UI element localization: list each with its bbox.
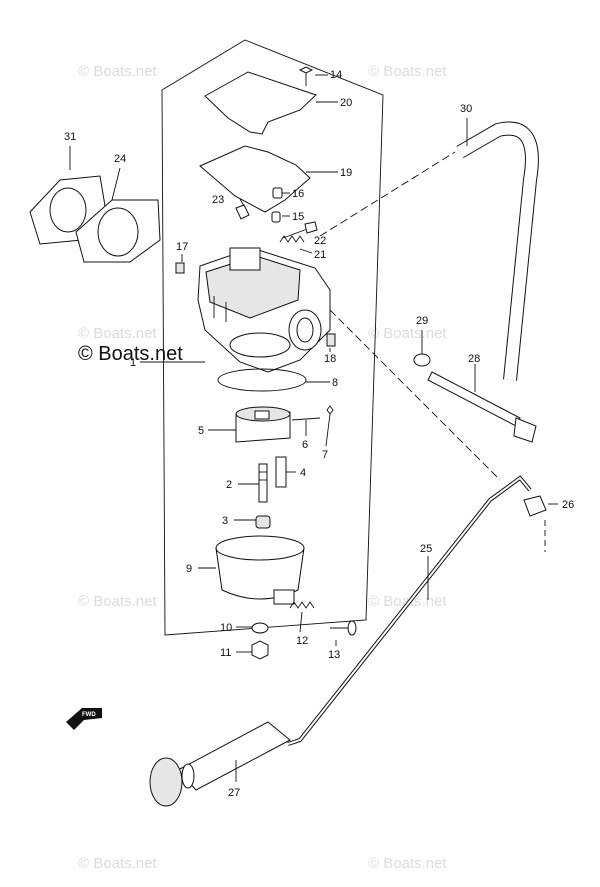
part-24-gasket — [75, 199, 161, 263]
part-8-oring — [217, 368, 307, 392]
watermark: © Boats.net — [368, 63, 447, 80]
part-29-washer — [413, 353, 431, 367]
callout-18: 18 — [324, 353, 336, 365]
callout-1: 1 — [130, 357, 136, 369]
callout-12: 12 — [296, 635, 308, 647]
part-7-clip — [326, 405, 334, 415]
callout-4: 4 — [300, 467, 306, 479]
callout-25: 25 — [420, 543, 432, 555]
part-28-bolt — [427, 371, 537, 443]
part-25-choke-rod-inner — [287, 476, 531, 745]
watermark: © Boats.net — [78, 63, 157, 80]
part-13-screw — [330, 620, 357, 636]
callout-19: 19 — [340, 167, 352, 179]
part-11-bolt — [251, 640, 269, 660]
callout-20: 20 — [340, 97, 352, 109]
callout-15: 15 — [292, 211, 304, 223]
watermark: © Boats.net — [78, 325, 157, 342]
callout-27: 27 — [228, 787, 240, 799]
callout-13: 13 — [328, 649, 340, 661]
callout-30: 30 — [460, 103, 472, 115]
watermark: © Boats.net — [78, 593, 157, 610]
callout-26: 26 — [562, 499, 574, 511]
part-21-spring — [279, 235, 305, 243]
part-26-clamp — [523, 495, 547, 517]
callout-22: 22 — [314, 235, 326, 247]
callout-28: 28 — [468, 353, 480, 365]
part-9-float-bowl — [215, 535, 305, 605]
main-watermark: © Boats.net — [78, 343, 183, 365]
leader-lines — [69, 74, 558, 782]
watermark-layer: © Boats.net © Boats.net © Boats.net © Bo… — [78, 63, 447, 872]
svg-text:FWD: FWD — [82, 712, 96, 718]
part-4-nozzle — [275, 456, 287, 488]
part-17-jet — [175, 262, 185, 274]
callout-23: 23 — [212, 194, 224, 206]
watermark: © Boats.net — [368, 325, 447, 342]
callout-2: 2 — [226, 479, 232, 491]
callout-21: 21 — [314, 249, 326, 261]
part-30-fuel-hose-inner — [456, 122, 538, 381]
callout-5: 5 — [198, 425, 204, 437]
callout-17: 17 — [176, 241, 188, 253]
part-27-choke-knob — [149, 721, 291, 807]
callout-31: 31 — [64, 131, 76, 143]
callout-9: 9 — [186, 563, 192, 575]
part-14-screw — [298, 66, 314, 86]
part-23-lever — [235, 204, 250, 220]
callout-6: 6 — [302, 439, 308, 451]
part-18-jet — [326, 333, 336, 347]
callout-8: 8 — [332, 377, 338, 389]
callout-3: 3 — [222, 515, 228, 527]
part-20-cover — [204, 71, 317, 135]
callout-10: 10 — [220, 622, 232, 634]
part-5-float — [235, 406, 291, 443]
part-1-carburetor-body — [197, 247, 331, 373]
part-10-gasket — [251, 622, 269, 634]
callout-7: 7 — [322, 449, 328, 461]
callout-16: 16 — [292, 188, 304, 200]
callout-29: 29 — [416, 315, 428, 327]
part-16-cap — [272, 187, 283, 199]
watermark: © Boats.net — [368, 855, 447, 872]
callout-14: 14 — [330, 69, 342, 81]
part-25-choke-rod — [287, 475, 532, 746]
part-12-spring — [289, 601, 315, 609]
callout-labels: 31 24 14 20 30 19 16 23 15 22 21 17 29 1… — [64, 69, 574, 799]
part-2-jet — [258, 463, 268, 503]
fwd-arrow-icon: FWD — [66, 708, 102, 730]
watermark: © Boats.net — [78, 855, 157, 872]
callout-24: 24 — [114, 153, 126, 165]
callout-11: 11 — [220, 647, 231, 659]
part-3-jet — [255, 515, 271, 529]
part-6-pin — [291, 417, 321, 421]
part-15-plug — [271, 211, 281, 223]
part-22-screw — [282, 221, 318, 239]
